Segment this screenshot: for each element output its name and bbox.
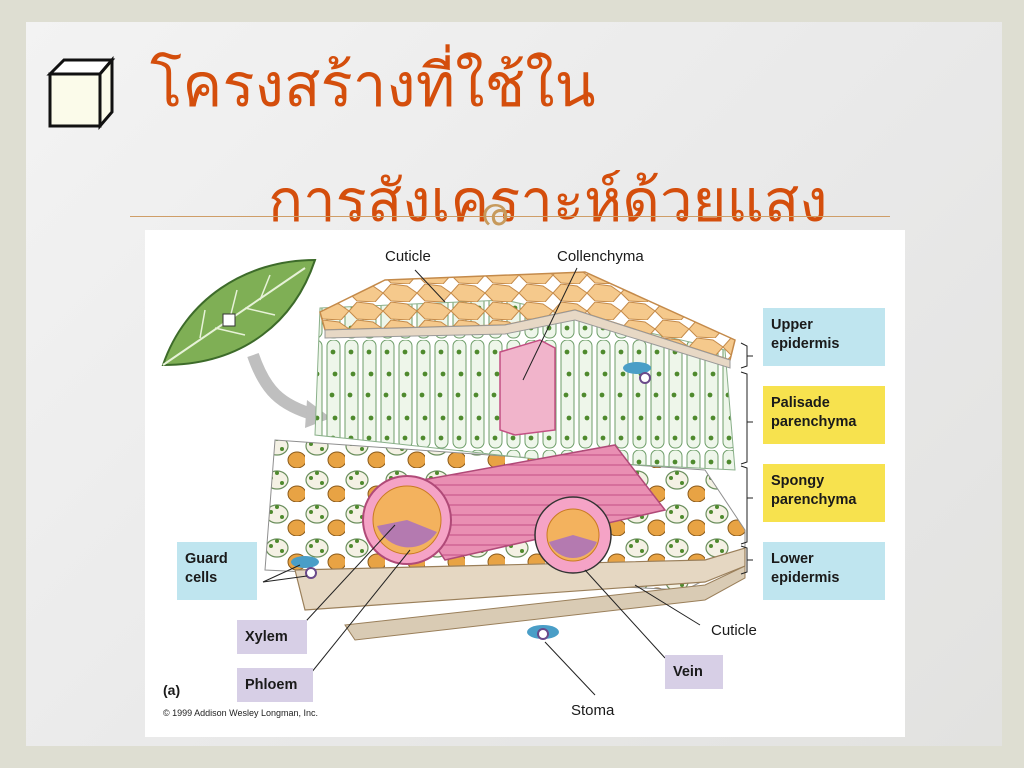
guard-cells-box: Guard cells bbox=[177, 542, 257, 600]
panel-tag: (a) bbox=[163, 682, 181, 698]
copyright-text: © 1999 Addison Wesley Longman, Inc. bbox=[163, 708, 319, 718]
cube-bullet-icon bbox=[46, 56, 116, 130]
vein-box: Vein bbox=[665, 655, 723, 689]
upper-stoma-icon bbox=[623, 362, 651, 384]
slide-title-line-2: การสังเคราะห์ด้วยแสง bbox=[268, 167, 828, 235]
guard-cells-line-2: cells bbox=[185, 570, 218, 586]
lower-epidermis-box: Lower epidermis bbox=[763, 542, 885, 600]
zoom-arrow-icon bbox=[247, 353, 317, 421]
spongy-parenchyma-box: Spongy parenchyma bbox=[763, 464, 885, 522]
upper-epidermis-box: Upper epidermis bbox=[763, 308, 885, 366]
palisade-line-2: parenchyma bbox=[771, 414, 857, 430]
lower-epidermis-line-2: epidermis bbox=[771, 570, 840, 586]
upper-epidermis-line-1: Upper bbox=[771, 317, 813, 333]
vein-label: Vein bbox=[673, 664, 703, 680]
phloem-label: Phloem bbox=[245, 677, 298, 693]
xylem-box: Xylem bbox=[237, 620, 307, 654]
guard-cells-line-1: Guard bbox=[185, 551, 228, 567]
leader-lines bbox=[262, 267, 753, 696]
upper-epidermis-line-2: epidermis bbox=[771, 336, 840, 352]
spongy-line-2: parenchyma bbox=[771, 492, 857, 508]
collenchyma-label: Collenchyma bbox=[557, 248, 644, 265]
stoma-icon bbox=[527, 625, 559, 640]
divider-flourish-icon: ര bbox=[480, 190, 508, 234]
phloem-box: Phloem bbox=[237, 668, 313, 702]
lower-epidermis-line-1: Lower bbox=[771, 551, 814, 567]
spongy-line-1: Spongy bbox=[771, 473, 825, 489]
leaf-cross-section-figure: Cuticle Collenchyma Cuticle Stoma Upper … bbox=[145, 230, 905, 737]
collenchyma-tissue bbox=[499, 339, 556, 436]
stoma-label: Stoma bbox=[571, 702, 615, 719]
cuticle-bottom-label: Cuticle bbox=[711, 622, 757, 639]
xylem-label: Xylem bbox=[245, 629, 288, 645]
palisade-line-1: Palisade bbox=[771, 395, 830, 411]
leaf-diagram-illustration bbox=[161, 258, 753, 696]
slide-title-line-1: โครงสร้างที่ใช้ใน bbox=[150, 51, 596, 121]
cuticle-top-label: Cuticle bbox=[385, 248, 431, 265]
palisade-parenchyma-box: Palisade parenchyma bbox=[763, 386, 885, 444]
guard-cells-icon bbox=[291, 556, 319, 579]
leaf-icon bbox=[161, 258, 317, 367]
title-divider-line bbox=[130, 216, 890, 217]
